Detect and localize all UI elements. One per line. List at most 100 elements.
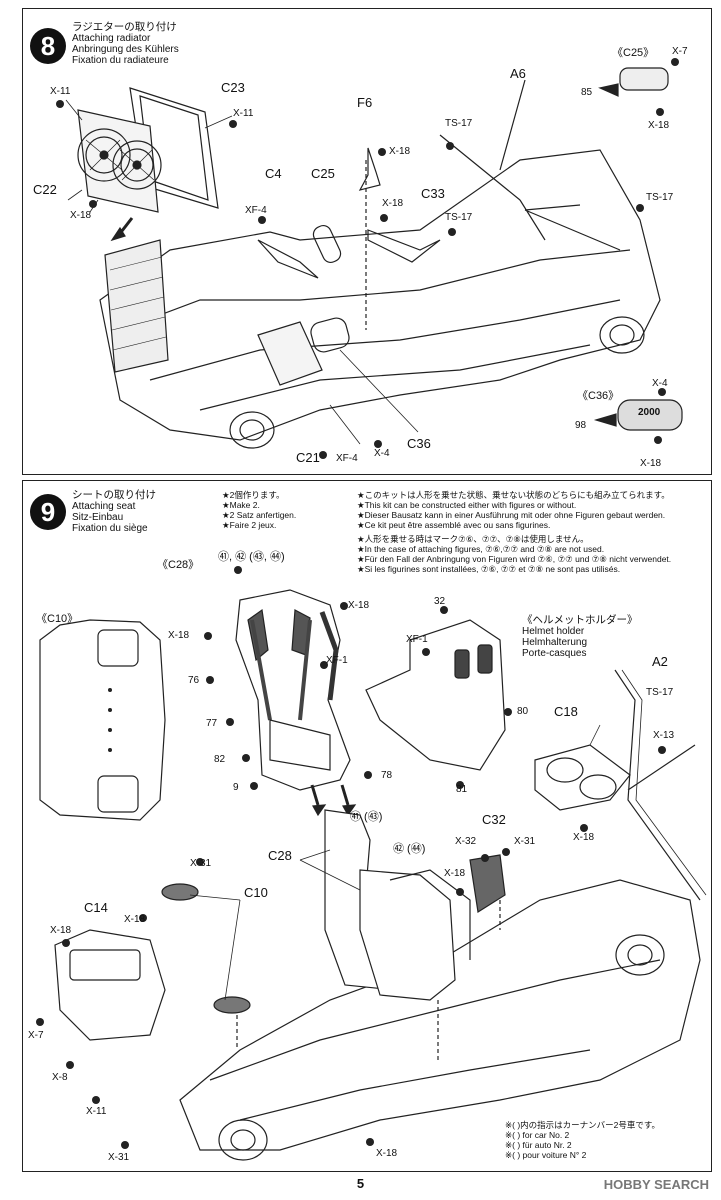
label-c28-box: 《C28》 (157, 559, 200, 571)
mount-f6 (358, 147, 381, 191)
label-x4-a: X-4 (652, 378, 668, 389)
figures-note-en: ★This kit can be constructed either with… (357, 500, 577, 510)
car-two-note-jp: ※( )内の指示はカーナンバー2号車です。 (505, 1120, 661, 1130)
mount-c10-a (161, 883, 199, 901)
label-c4: C4 (265, 166, 282, 181)
label-x13: X-13 (653, 730, 675, 741)
label-xf1-a: XF-1 (326, 655, 348, 666)
floor-c10-detail (39, 619, 166, 821)
label-81: 81 (456, 784, 468, 795)
box-c21 (257, 321, 323, 386)
step-9-panel (22, 480, 712, 1172)
helmet-holder-en: Helmet holder (522, 626, 585, 637)
make-two-note: ★2個作ります。 ★Make 2. ★2 Satz anfertigen. ★F… (222, 490, 296, 530)
step-8-title-en: Attaching radiator (72, 33, 151, 44)
label-a2: A2 (652, 654, 668, 669)
label-c10-box: 《C10》 (36, 613, 79, 625)
helmet-holder-de: Helmhalterung (522, 637, 588, 648)
label-ts17-c: TS-17 (646, 192, 674, 203)
label-c22: C22 (33, 182, 57, 197)
step-8-title-de: Anbringung des Kühlers (72, 44, 179, 55)
step-9-title: シートの取り付け Attaching seat Sitz-Einbau Fixa… (72, 489, 156, 535)
mount-c10-b (213, 996, 251, 1014)
helmet-holder-title: 《ヘルメットホルダー》 Helmet holder Helmhalterung … (522, 614, 638, 660)
step-9-title-de: Sitz-Einbau (72, 512, 124, 523)
fire-extinguisher-c25 (312, 225, 342, 263)
label-77: 77 (206, 718, 218, 729)
marks-note-fr: ★Si les figurines sont installées, ⑦⑥, ⑦… (357, 564, 621, 574)
label-98: 98 (575, 420, 587, 431)
tank-c36 (310, 317, 350, 353)
label-82: 82 (214, 754, 226, 765)
label-c23: C23 (221, 80, 245, 95)
step-8-title: ラジエターの取り付け Attaching radiator Anbringung… (72, 22, 179, 67)
label-x11-b: X-11 (233, 108, 254, 119)
label-c25-box: 《C25》 (612, 47, 655, 59)
step-8-panel (22, 8, 712, 475)
bracket-c4 (257, 239, 319, 279)
marks-note-de: ★Für den Fall der Anbringung von Figuren… (357, 554, 672, 564)
label-80: 80 (517, 706, 529, 717)
label-32: 32 (434, 596, 446, 607)
label-xf4-a: XF-4 (245, 205, 267, 216)
bracket-c32 (469, 854, 506, 913)
tank-lettering: 2000 (638, 407, 661, 418)
label-ts17-b: TS-17 (445, 118, 473, 129)
step-9-title-en: Attaching seat (72, 501, 136, 512)
label-c36-box: 《C36》 (577, 390, 620, 402)
figures-note-de: ★Dieser Bausatz kann in einer Ausführung… (357, 510, 666, 520)
label-ts17: TS-17 (646, 687, 674, 698)
label-x18-a: X-18 (70, 210, 92, 221)
label-x31-c: X-31 (108, 1152, 130, 1163)
label-a6: A6 (510, 66, 526, 81)
label-c21: C21 (296, 450, 320, 465)
label-x18-e: X-18 (640, 458, 662, 469)
helmet-holder-c18 (534, 744, 631, 811)
label-xf4-b: XF-4 (336, 453, 358, 464)
label-c14: C14 (84, 900, 108, 915)
label-x18-g: X-18 (376, 1148, 398, 1159)
label-c36: C36 (407, 436, 431, 451)
label-x18-b: X-18 (389, 146, 411, 157)
helmet-holder-jp: 《ヘルメットホルダー》 (522, 614, 638, 626)
label-c28: C28 (268, 848, 292, 863)
label-76: 76 (188, 675, 200, 686)
bar-c33 (367, 229, 441, 263)
make-two-jp: ★2個作ります。 (222, 490, 285, 500)
figures-note-fr: ★Ce kit peut être assemblé avec ou sans … (357, 520, 551, 530)
label-seat-numbers: ㊶, ㊷ (㊸, ㊹) (218, 551, 285, 563)
figures-note-jp: ★このキットは人形を乗せた状態、乗せない状態のどちらにも組み立てられます。 (357, 490, 670, 500)
figures-note: ★このキットは人形を乗せた状態、乗せない状態のどちらにも組み立てられます。 ★T… (357, 490, 671, 574)
rollbar-a6 (439, 79, 621, 251)
label-x18-c: X-18 (573, 832, 595, 843)
marks-note-jp: ★人形を乗せる時はマーク⑦⑥、⑦⑦、⑦⑧は使用しません。 (357, 534, 589, 544)
rollbar-a2 (614, 669, 701, 901)
label-x8: X-8 (52, 1072, 68, 1083)
label-x18-e: X-18 (124, 914, 146, 925)
label-42-44: ㊷ (㊹) (393, 843, 426, 855)
car-two-note-de: ※( ) für auto Nr. 2 (505, 1140, 572, 1150)
marks-note-en: ★In the case of attaching figures, ⑦⑥,⑦⑦… (357, 544, 605, 554)
label-c32: C32 (482, 812, 506, 827)
seat-32 (365, 619, 506, 771)
car-two-note-fr: ※( ) pour voiture N° 2 (505, 1150, 587, 1160)
label-x18-c: X-18 (382, 198, 404, 209)
label-85: 85 (581, 87, 593, 98)
label-x4-b: X-4 (374, 448, 390, 459)
label-x7: X-7 (28, 1030, 44, 1041)
watermark: HOBBY SEARCH (603, 1177, 709, 1192)
car-two-note: ※( )内の指示はカーナンバー2号車です。 ※( ) for car No. 2… (505, 1120, 660, 1160)
step-8-title-fr: Fixation du radiateure (72, 55, 169, 66)
step-9-title-fr: Fixation du siège (72, 523, 148, 534)
label-x32: X-32 (455, 836, 477, 847)
label-x18-f: X-18 (50, 925, 72, 936)
step-8-number: 8 (30, 28, 66, 64)
label-41-43: ㊶ (㊸) (350, 811, 383, 823)
make-two-de: ★2 Satz anfertigen. (222, 510, 297, 520)
label-x31-b: X-31 (190, 858, 212, 869)
car-two-note-en: ※( ) for car No. 2 (505, 1130, 570, 1140)
step-9-title-jp: シートの取り付け (72, 489, 156, 501)
label-x11-a: X-11 (50, 86, 71, 97)
label-78: 78 (381, 770, 393, 781)
